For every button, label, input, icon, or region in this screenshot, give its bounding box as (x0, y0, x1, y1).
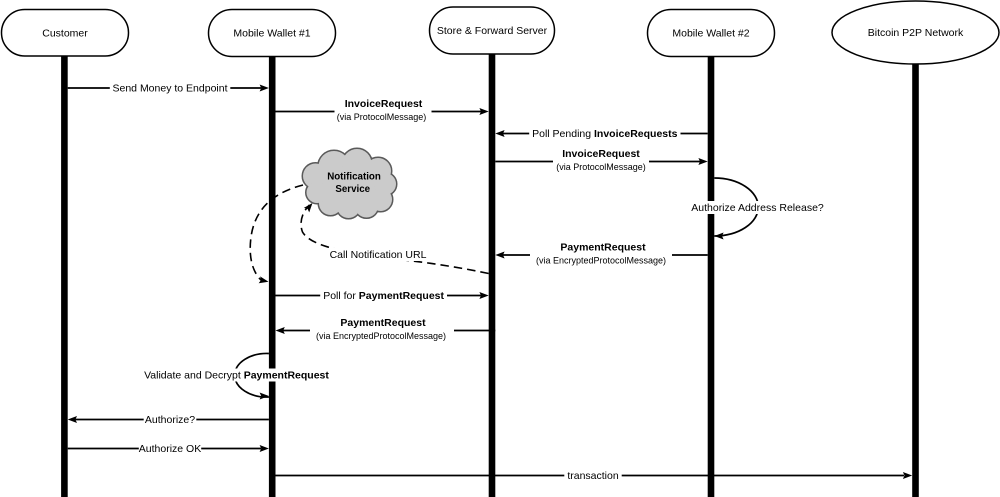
svg-text:Mobile Wallet #2: Mobile Wallet #2 (672, 28, 749, 40)
svg-text:Service: Service (335, 184, 370, 195)
svg-text:Validate and Decrypt PaymentRe: Validate and Decrypt PaymentRequest (144, 370, 329, 382)
svg-text:Notification: Notification (327, 172, 381, 183)
svg-text:Mobile Wallet #1: Mobile Wallet #1 (233, 28, 310, 40)
svg-text:Poll Pending InvoiceRequests: Poll Pending InvoiceRequests (532, 128, 677, 140)
svg-text:(via EncryptedProtocolMessage): (via EncryptedProtocolMessage) (536, 256, 666, 266)
svg-text:PaymentRequest: PaymentRequest (560, 242, 646, 254)
svg-text:Authorize Address Release?: Authorize Address Release? (691, 202, 824, 214)
svg-text:Customer: Customer (42, 27, 88, 39)
svg-text:(via ProtocolMessage): (via ProtocolMessage) (556, 162, 646, 172)
svg-text:(via ProtocolMessage): (via ProtocolMessage) (337, 112, 427, 122)
svg-text:Poll for PaymentRequest: Poll for PaymentRequest (323, 290, 444, 302)
svg-text:Send Money to Endpoint: Send Money to Endpoint (113, 83, 228, 95)
svg-text:Authorize OK: Authorize OK (139, 443, 201, 455)
svg-text:(via EncryptedProtocolMessage): (via EncryptedProtocolMessage) (316, 331, 446, 341)
svg-text:Store & Forward Server: Store & Forward Server (437, 25, 548, 37)
svg-text:InvoiceRequest: InvoiceRequest (562, 148, 640, 160)
svg-text:Call Notification URL: Call Notification URL (330, 249, 427, 261)
svg-text:transaction: transaction (567, 470, 619, 482)
svg-text:InvoiceRequest: InvoiceRequest (345, 98, 423, 110)
svg-text:Authorize?: Authorize? (145, 414, 195, 426)
svg-text:Bitcoin P2P Network: Bitcoin P2P Network (868, 27, 964, 39)
svg-text:PaymentRequest: PaymentRequest (340, 317, 426, 329)
